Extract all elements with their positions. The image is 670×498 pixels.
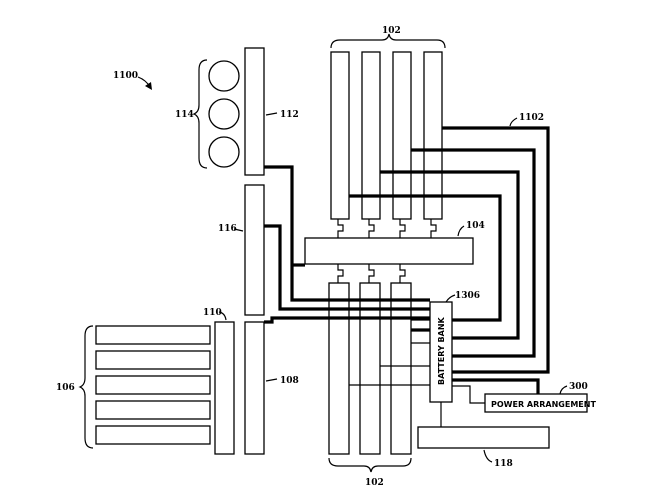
column-116-leader [233,228,244,232]
light-3 [208,136,240,168]
battery-to-power-link [452,385,485,404]
label-power-arrangement: 300 [569,382,588,392]
label-bottom-racks: 102 [365,478,384,488]
label-system: 1100 [113,71,138,81]
light-1 [208,60,240,92]
switch-104 [304,237,474,265]
bottom-rack-2 [359,282,381,455]
column-110-leader [218,311,227,321]
label-top-racks: 102 [382,26,401,36]
power-arrangement-leader [559,385,568,395]
top-racks-brace [330,33,446,49]
bottom-rack-1 [328,282,350,455]
top-rack-4 [423,51,443,220]
top-rack-connectors [337,219,437,238]
lights-brace [192,59,208,169]
label-switch: 104 [466,221,485,231]
top-rack-2 [361,51,381,220]
label-column-112: 112 [280,110,299,120]
battery-bank-label: BATTERY BANK [437,316,446,385]
shelf-2 [95,350,211,370]
bottom-rack-3 [390,282,412,455]
power-bus-1102 [264,126,550,394]
bottom-rack-connectors [337,264,406,283]
shelf-4 [95,400,211,420]
shelf-3 [95,375,211,395]
label-lights: 114 [175,110,194,120]
column-116 [244,184,265,316]
label-column-110: 110 [203,308,222,318]
switch-leader [457,225,465,237]
power-arrangement-label: POWER ARRANGEMENT [491,400,596,409]
top-rack-3 [392,51,412,220]
column-112-leader [265,112,278,116]
label-column-108: 108 [280,376,299,386]
bus-leader [509,117,518,127]
shelves-brace [78,325,94,449]
battery-leader [445,294,456,303]
light-2 [208,98,240,130]
label-column-116: 116 [218,224,237,234]
label-shelves: 106 [56,383,75,393]
column-112 [244,47,265,176]
shelf-5 [95,425,211,445]
box-118 [417,426,550,449]
box-118-leader [483,449,493,463]
label-battery: 1306 [455,291,480,301]
column-108-leader [265,378,278,382]
label-box-118: 118 [494,459,513,469]
top-rack-1 [330,51,350,220]
column-108 [244,321,265,455]
shelf-1 [95,325,211,345]
system-arrowhead [145,82,152,90]
battery-rack-links [349,319,430,386]
label-bus: 1102 [519,113,544,123]
bottom-racks-brace [328,457,412,473]
column-110 [214,321,235,455]
